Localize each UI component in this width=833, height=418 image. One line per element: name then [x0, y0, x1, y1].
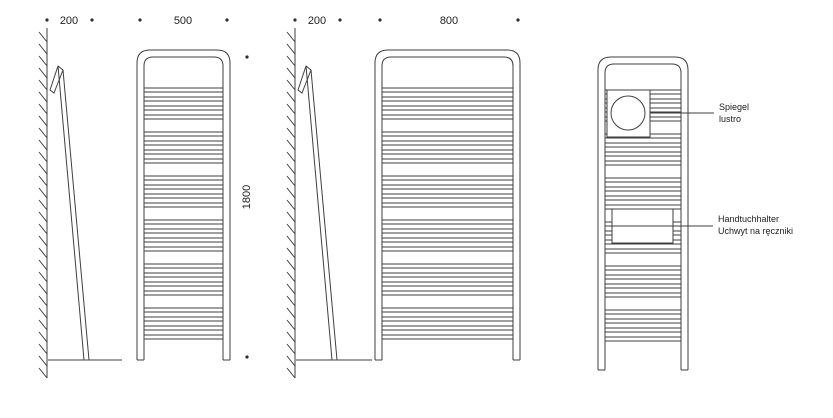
rail-cap-top: [57, 65, 64, 71]
ladder-frame-inner: [604, 63, 682, 370]
dimension-1800: 1800: [241, 55, 253, 359]
side-view-rail-middle: [297, 65, 338, 361]
ladder-frame-inner: [143, 56, 224, 360]
wall-hatch-middle: [286, 31, 296, 379]
rail-cap-hook: [49, 89, 55, 94]
dimension-200-left: 200: [45, 15, 94, 27]
dim-dot: [245, 55, 249, 59]
front-view-ladder-500: [136, 49, 231, 361]
mirror-label-de: Spiegel: [719, 102, 749, 112]
wall-hatch-left: [38, 31, 48, 379]
dim-dot: [45, 18, 49, 22]
ladder-rungs: [144, 87, 223, 340]
rail-cap-hook: [297, 89, 303, 94]
dimension-500: 500: [138, 15, 229, 27]
middle-view-group: 200 800: [286, 15, 521, 379]
dim-dot: [225, 18, 229, 22]
mirror-label-pl: lustro: [719, 114, 741, 124]
dim-dot: [516, 18, 520, 22]
left-view-group: 200 500 1800: [38, 15, 253, 379]
right-view-group: Spiegel lustro Handtuchhalter Uchwyt na …: [597, 56, 793, 371]
ladder-frame-inner: [381, 56, 514, 360]
dim-dot: [378, 18, 382, 22]
dim-label-width-left: 500: [174, 15, 192, 27]
side-view-rail-left: [49, 65, 90, 361]
ladder-frame-outer: [597, 56, 689, 370]
dim-label-width-middle: 800: [440, 15, 458, 27]
mirror-circle: [610, 95, 646, 131]
dim-dot: [293, 18, 297, 22]
ladder-rungs: [382, 87, 513, 340]
dim-dot: [338, 18, 342, 22]
dim-label-height: 1800: [241, 185, 253, 209]
mirror-detail: Spiegel lustro: [606, 89, 749, 138]
dimension-200-middle: 200: [293, 15, 342, 27]
front-view-ladder-800: [374, 49, 521, 361]
towel-holder-detail: Handtuchhalter Uchwyt na ręczniki: [611, 208, 793, 244]
towel-label-de: Handtuchhalter: [718, 214, 779, 224]
dim-dot: [138, 18, 142, 22]
rail-cap-top: [305, 65, 312, 71]
ladder-frame-outer: [374, 49, 521, 360]
ladder-frame-outer: [136, 49, 231, 360]
dim-dot: [245, 355, 249, 359]
dim-label-offset-left: 200: [60, 15, 78, 27]
dimension-800: 800: [378, 15, 520, 27]
dim-dot: [90, 18, 94, 22]
dim-label-offset-middle: 200: [308, 15, 326, 27]
towel-label-pl: Uchwyt na ręczniki: [718, 226, 793, 236]
